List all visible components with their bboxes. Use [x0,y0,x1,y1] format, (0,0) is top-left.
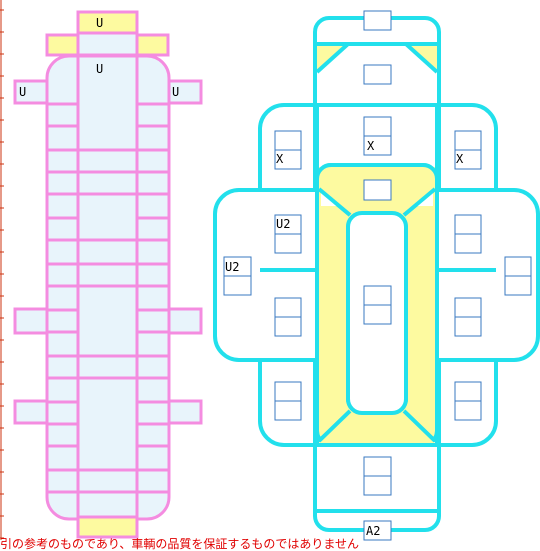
left-u-label: U [19,85,26,99]
right-arm-middle [167,307,203,335]
top-yellow-block [76,10,139,35]
right-yellow-tab [135,33,170,57]
top-u-label: U [96,16,103,30]
left-vehicle-diagram: U U U U [13,10,203,539]
left-ruler [0,0,4,540]
top-small-box [363,10,392,31]
disclaimer-footnote: 引の参考のものであり、車輌の品質を保証するものではありません [0,538,360,551]
u2-outer-label: U2 [225,260,239,274]
x-right-label: X [456,152,464,166]
left-arm-upper [13,79,49,105]
right-u-label: U [172,85,179,99]
x-left-label: X [276,152,284,166]
u2-inner-label: U2 [276,217,290,231]
upper-u-label: U [96,62,103,76]
bottom-yellow-block [76,515,139,539]
x-center-label: X [367,139,375,153]
left-arm-middle [13,307,49,335]
seat-boxes [223,116,532,541]
right-arm-lower [167,399,203,425]
left-arm-lower [13,399,49,425]
right-arm-upper [167,79,203,105]
left-yellow-tab [45,33,80,57]
a2-bottom-label: A2 [366,524,380,538]
right-vehicle-diagram: X X X U2 U2 A2 [213,10,540,541]
